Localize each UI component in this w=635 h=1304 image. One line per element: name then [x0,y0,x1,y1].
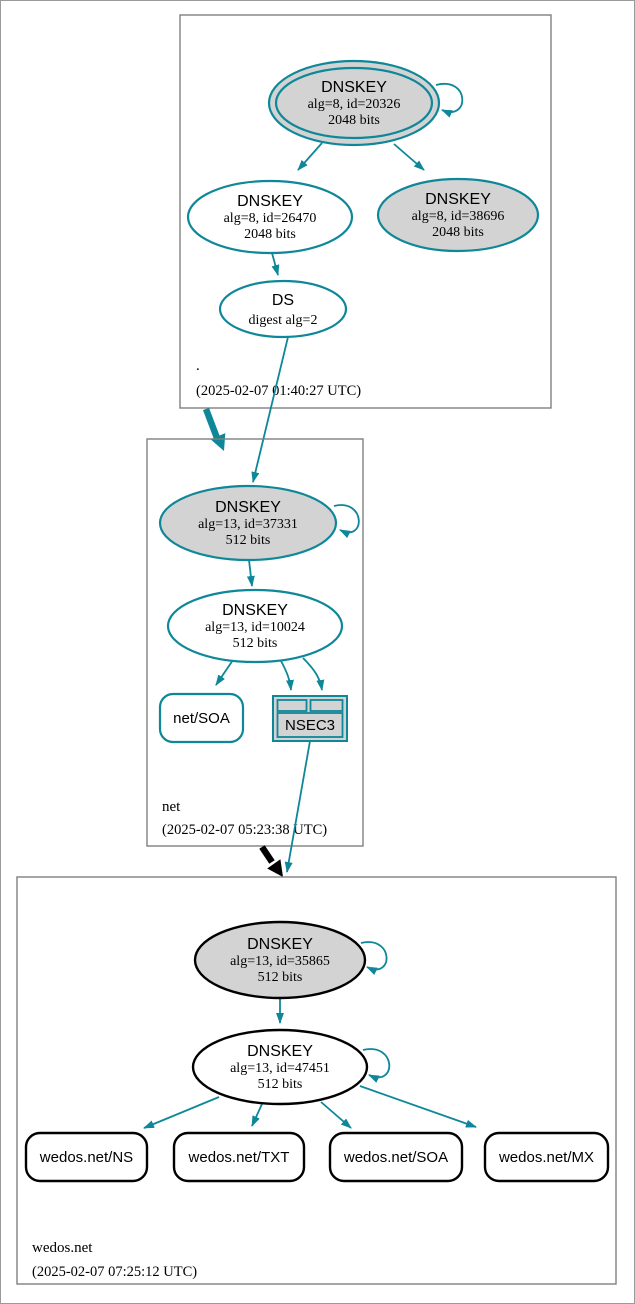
edge-root-ksk-to-key3 [393,143,425,171]
node-wedos-zsk-title: DNSKEY [247,1043,313,1060]
node-wedos-dnskey-35865[interactable]: DNSKEY alg=13, id=35865 512 bits [193,920,367,1000]
edge-root-ksk-to-zsk [297,142,323,171]
node-root-ds[interactable]: DS digest alg=2 [218,279,348,339]
node-wedos-mx[interactable]: wedos.net/MX [483,1131,610,1183]
node-wedos-ksk-size: 512 bits [258,970,303,985]
node-root-zsk-params: alg=8, id=26470 [224,211,317,226]
node-net-nsec3-label: NSEC3 [285,717,335,734]
nsec3-cell-2 [309,699,344,712]
edge-net-ksk-to-zsk [246,559,255,587]
edge-root-ksk-selfloop [435,82,464,118]
zone-cluster-root: . (2025-02-07 01:40:27 UTC) DNSKEY alg=8… [179,14,552,409]
nsec3-label-cell [276,712,344,738]
node-root-ksk-title: DNSKEY [321,79,387,96]
node-wedos-txt-label: wedos.net/TXT [188,1149,290,1166]
node-root-key3-size: 2048 bits [432,225,484,240]
node-net-ksk-size: 512 bits [226,533,271,548]
edge-net-zsk-to-soa [215,659,234,686]
node-root-dnskey-20326[interactable]: DNSKEY alg=8, id=20326 2048 bits [267,59,441,147]
zone-wedos-border [16,876,617,1285]
node-net-nsec3[interactable]: NSEC3 [272,695,348,742]
edge-wedos-ksk-selfloop [360,941,388,975]
zone-net-border [146,438,364,847]
node-net-ksk-params: alg=13, id=37331 [198,517,298,532]
nsec3-cell-1 [276,699,308,712]
node-net-zsk-size: 512 bits [233,636,278,651]
node-wedos-ns-label: wedos.net/NS [39,1149,133,1166]
node-root-ds-title: DS [272,292,294,309]
node-wedos-soa-label: wedos.net/SOA [343,1149,448,1166]
node-wedos-txt[interactable]: wedos.net/TXT [172,1131,306,1183]
node-root-ds-params: digest alg=2 [249,313,318,328]
node-root-zsk-size: 2048 bits [244,227,296,242]
node-root-key3-title: DNSKEY [425,191,491,208]
node-root-dnskey-38696[interactable]: DNSKEY alg=8, id=38696 2048 bits [376,177,540,253]
node-net-dnskey-10024[interactable]: DNSKEY alg=13, id=10024 512 bits [166,588,344,664]
node-net-zsk-title: DNSKEY [222,602,288,619]
zone-net-label: net [162,799,181,815]
node-wedos-soa[interactable]: wedos.net/SOA [328,1131,464,1183]
node-net-soa-label: net/SOA [173,710,230,727]
edge-wedos-zsk-to-mx [359,1085,477,1128]
edge-delegation-root-to-net [202,407,226,451]
node-wedos-zsk-params: alg=13, id=47451 [230,1061,330,1076]
node-net-zsk-params: alg=13, id=10024 [205,620,305,635]
edge-wedos-zsk-to-soa [320,1101,352,1129]
node-root-ksk-params: alg=8, id=20326 [308,97,401,112]
edge-delegation-net-to-wedos [259,845,283,877]
node-wedos-ksk-title: DNSKEY [247,936,313,953]
zone-wedos-timestamp: (2025-02-07 07:25:12 UTC) [32,1264,197,1280]
edge-net-ksk-selfloop [333,504,360,539]
edge-ds-to-net-ksk [251,336,289,483]
edge-nsec3-to-wedos-zone [284,740,311,873]
node-net-dnskey-37331[interactable]: DNSKEY alg=13, id=37331 512 bits [158,484,338,562]
zone-cluster-net: net (2025-02-07 05:23:38 UTC) DNSKEY alg… [146,438,364,847]
zone-cluster-wedos: wedos.net (2025-02-07 07:25:12 UTC) DNSK… [16,876,617,1285]
edge-wedos-zsk-to-txt [251,1103,263,1127]
node-wedos-ns[interactable]: wedos.net/NS [24,1131,149,1183]
edge-wedos-zsk-selfloop [362,1048,391,1083]
node-net-soa[interactable]: net/SOA [158,692,245,744]
edge-wedos-zsk-to-ns [143,1096,220,1129]
zone-root-timestamp: (2025-02-07 01:40:27 UTC) [196,383,361,399]
node-root-dnskey-26470[interactable]: DNSKEY alg=8, id=26470 2048 bits [186,179,354,255]
zone-root-border [179,14,552,409]
node-wedos-zsk-size: 512 bits [258,1077,303,1092]
zone-net-timestamp: (2025-02-07 05:23:38 UTC) [162,822,327,838]
node-root-zsk-title: DNSKEY [237,193,303,210]
zone-wedos-label: wedos.net [32,1240,93,1256]
node-wedos-dnskey-47451[interactable]: DNSKEY alg=13, id=47451 512 bits [191,1028,369,1106]
node-net-ksk-title: DNSKEY [215,499,281,516]
edge-root-zsk-to-ds [271,252,280,276]
edge-net-zsk-to-nsec3-a [280,660,294,691]
node-root-ksk-size: 2048 bits [328,113,380,128]
node-root-key3-params: alg=8, id=38696 [412,209,505,224]
node-wedos-ksk-params: alg=13, id=35865 [230,954,330,969]
node-wedos-mx-label: wedos.net/MX [498,1149,594,1166]
edge-net-zsk-to-nsec3-b [302,657,325,691]
zone-root-label: . [196,358,200,374]
